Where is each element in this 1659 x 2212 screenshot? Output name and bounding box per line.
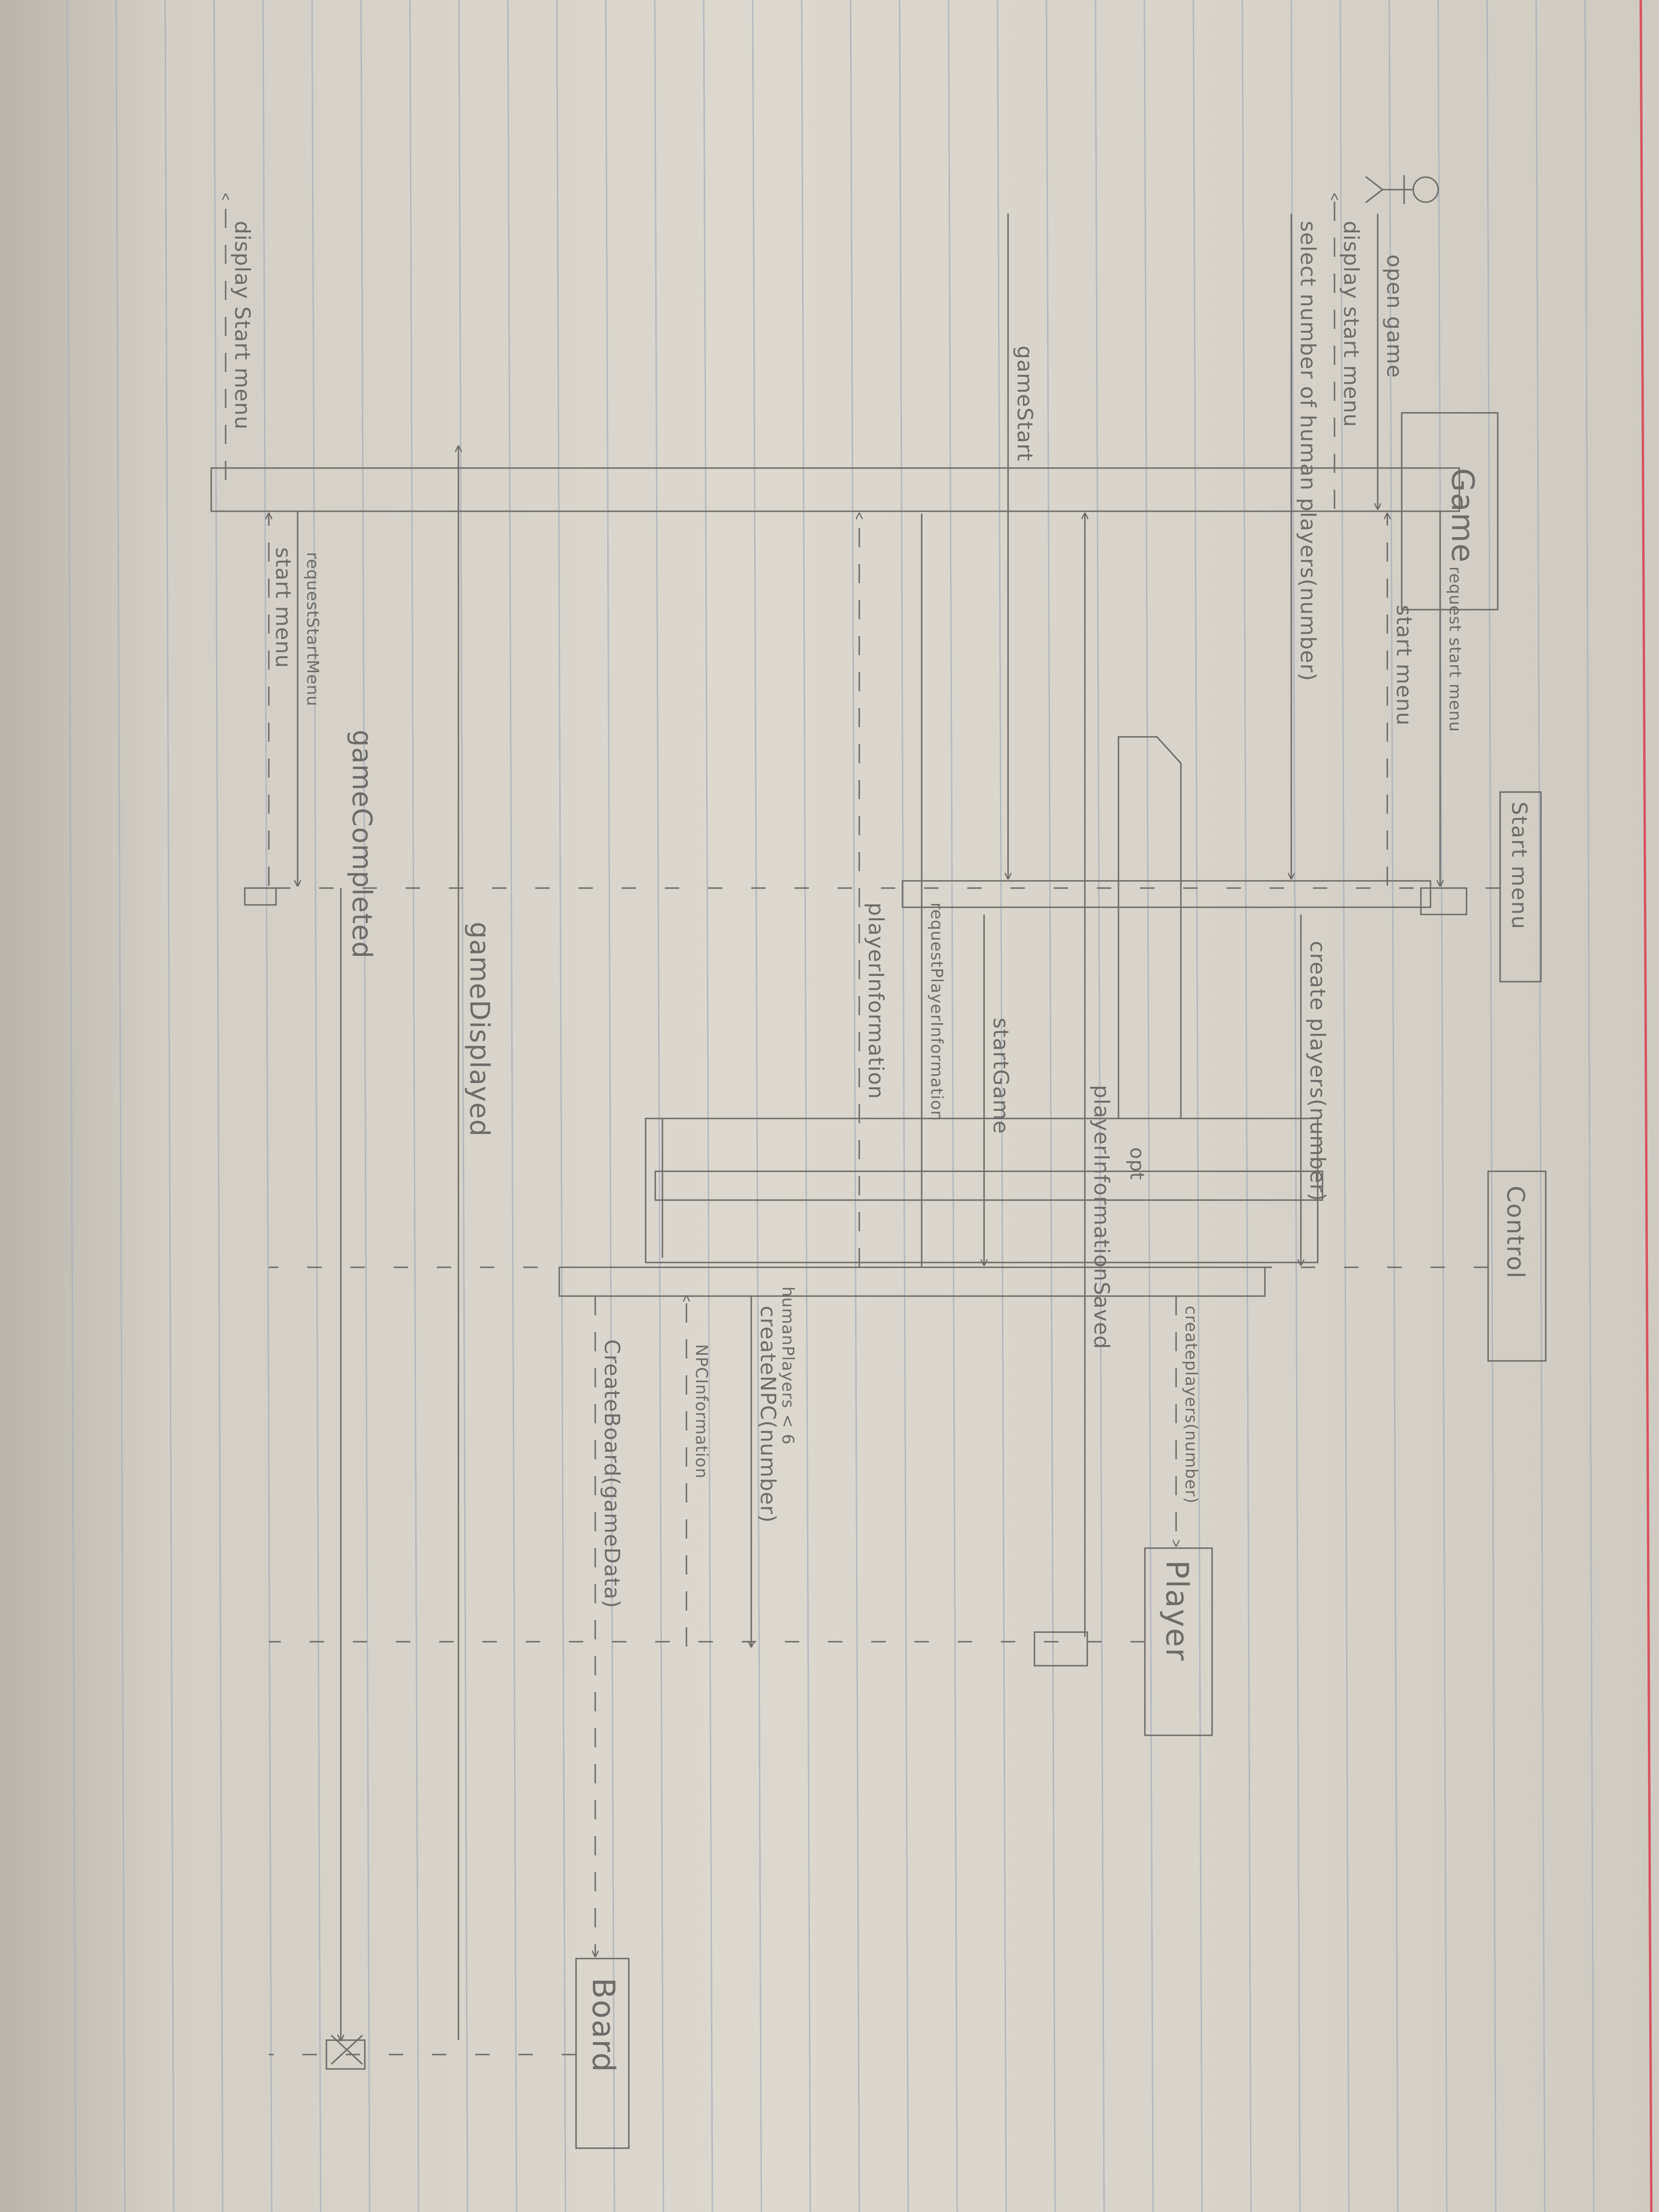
label-open-game: open game [1382,254,1407,378]
rule-line [1242,0,1251,2212]
label-start-game: startGame [988,1018,1013,1134]
opt-fragment [646,1118,1318,1262]
rule-line [459,0,468,2212]
rule-line [1193,0,1202,2212]
rule-line [1487,0,1496,2212]
label-start-menu-return-2: start menu [271,547,295,668]
rule-line [1144,0,1153,2212]
rule-line [606,0,614,2212]
rule-line [802,0,810,2212]
participant-board [576,1959,629,2148]
rule-line [165,0,174,2212]
label-game-start: gameStart [1012,346,1037,461]
activation-player [1034,1632,1087,1666]
rule-line [312,0,321,2212]
margin-line [1641,0,1651,2212]
actor-icon [1366,175,1439,204]
rule-line [655,0,663,2212]
rule-line [557,0,565,2212]
label-human-players-guard: humanPlayers < 6 [778,1286,797,1445]
label-control: Control [1502,1186,1529,1279]
rule-line [410,0,419,2212]
rule-line [1291,0,1300,2212]
label-request-start-menu-2: requestStartMenu [303,552,322,707]
participant-control [1488,1171,1546,1361]
notebook-rule-lines [67,0,1594,2212]
label-request-start-menu: request start menu [1445,566,1465,732]
activation-start-menu-1 [1421,888,1467,914]
label-game-completed: gameCompleted [346,730,377,959]
rule-line [214,0,223,2212]
activation-game [211,468,1459,511]
label-player-information: playerInformation [864,902,888,1099]
label-display-start-menu-2: display Start menu [230,221,254,430]
label-request-player-information: requestPlayerInformation [927,902,946,1121]
label-player: Player [1159,1560,1194,1661]
activation-npc [655,1171,1322,1200]
label-opt: opt [1126,1147,1148,1180]
label-npc-information: NPCInformation [692,1344,711,1479]
rule-line [949,0,957,2212]
label-start-menu-return: start menu [1392,605,1416,726]
rule-line [1438,0,1447,2212]
label-display-start-menu: display start menu [1339,221,1363,427]
label-create-players: create players(number) [1305,941,1330,1202]
rule-line [704,0,712,2212]
opt-label-box [1118,737,1181,1118]
label-create-board: CreateBoard(gameData) [600,1339,624,1609]
rule-line [116,0,125,2212]
label-create-npc: createNPC(number) [756,1306,780,1523]
rule-line [67,0,76,2212]
label-game-displayed: gameDisplayed [464,922,495,1137]
label-board: Board [585,1978,621,2073]
rule-line [753,0,761,2212]
rule-line [263,0,272,2212]
rule-line [998,0,1006,2212]
label-game: Game [1444,468,1480,564]
label-select-number: select number of human players(number) [1296,221,1320,682]
participant-start-menu [1500,792,1541,982]
label-start-menu: Start menu [1507,802,1531,930]
activation-start-menu-3 [245,888,276,905]
rule-line [851,0,859,2212]
label-create-players-2: createplayers(number) [1181,1306,1201,1504]
destroy-mark [331,2035,362,2064]
rule-line [1340,0,1349,2212]
rule-line [900,0,908,2212]
activation-start-menu-long [902,881,1431,907]
rule-line [1095,0,1104,2212]
rule-line [1046,0,1055,2212]
rule-line [361,0,370,2212]
rule-line [508,0,517,2212]
activation-control [559,1267,1265,1296]
rule-line [1389,0,1398,2212]
rule-line [1536,0,1545,2212]
label-player-information-saved: playerInformationSaved [1089,1085,1114,1349]
rule-line [1585,0,1594,2212]
